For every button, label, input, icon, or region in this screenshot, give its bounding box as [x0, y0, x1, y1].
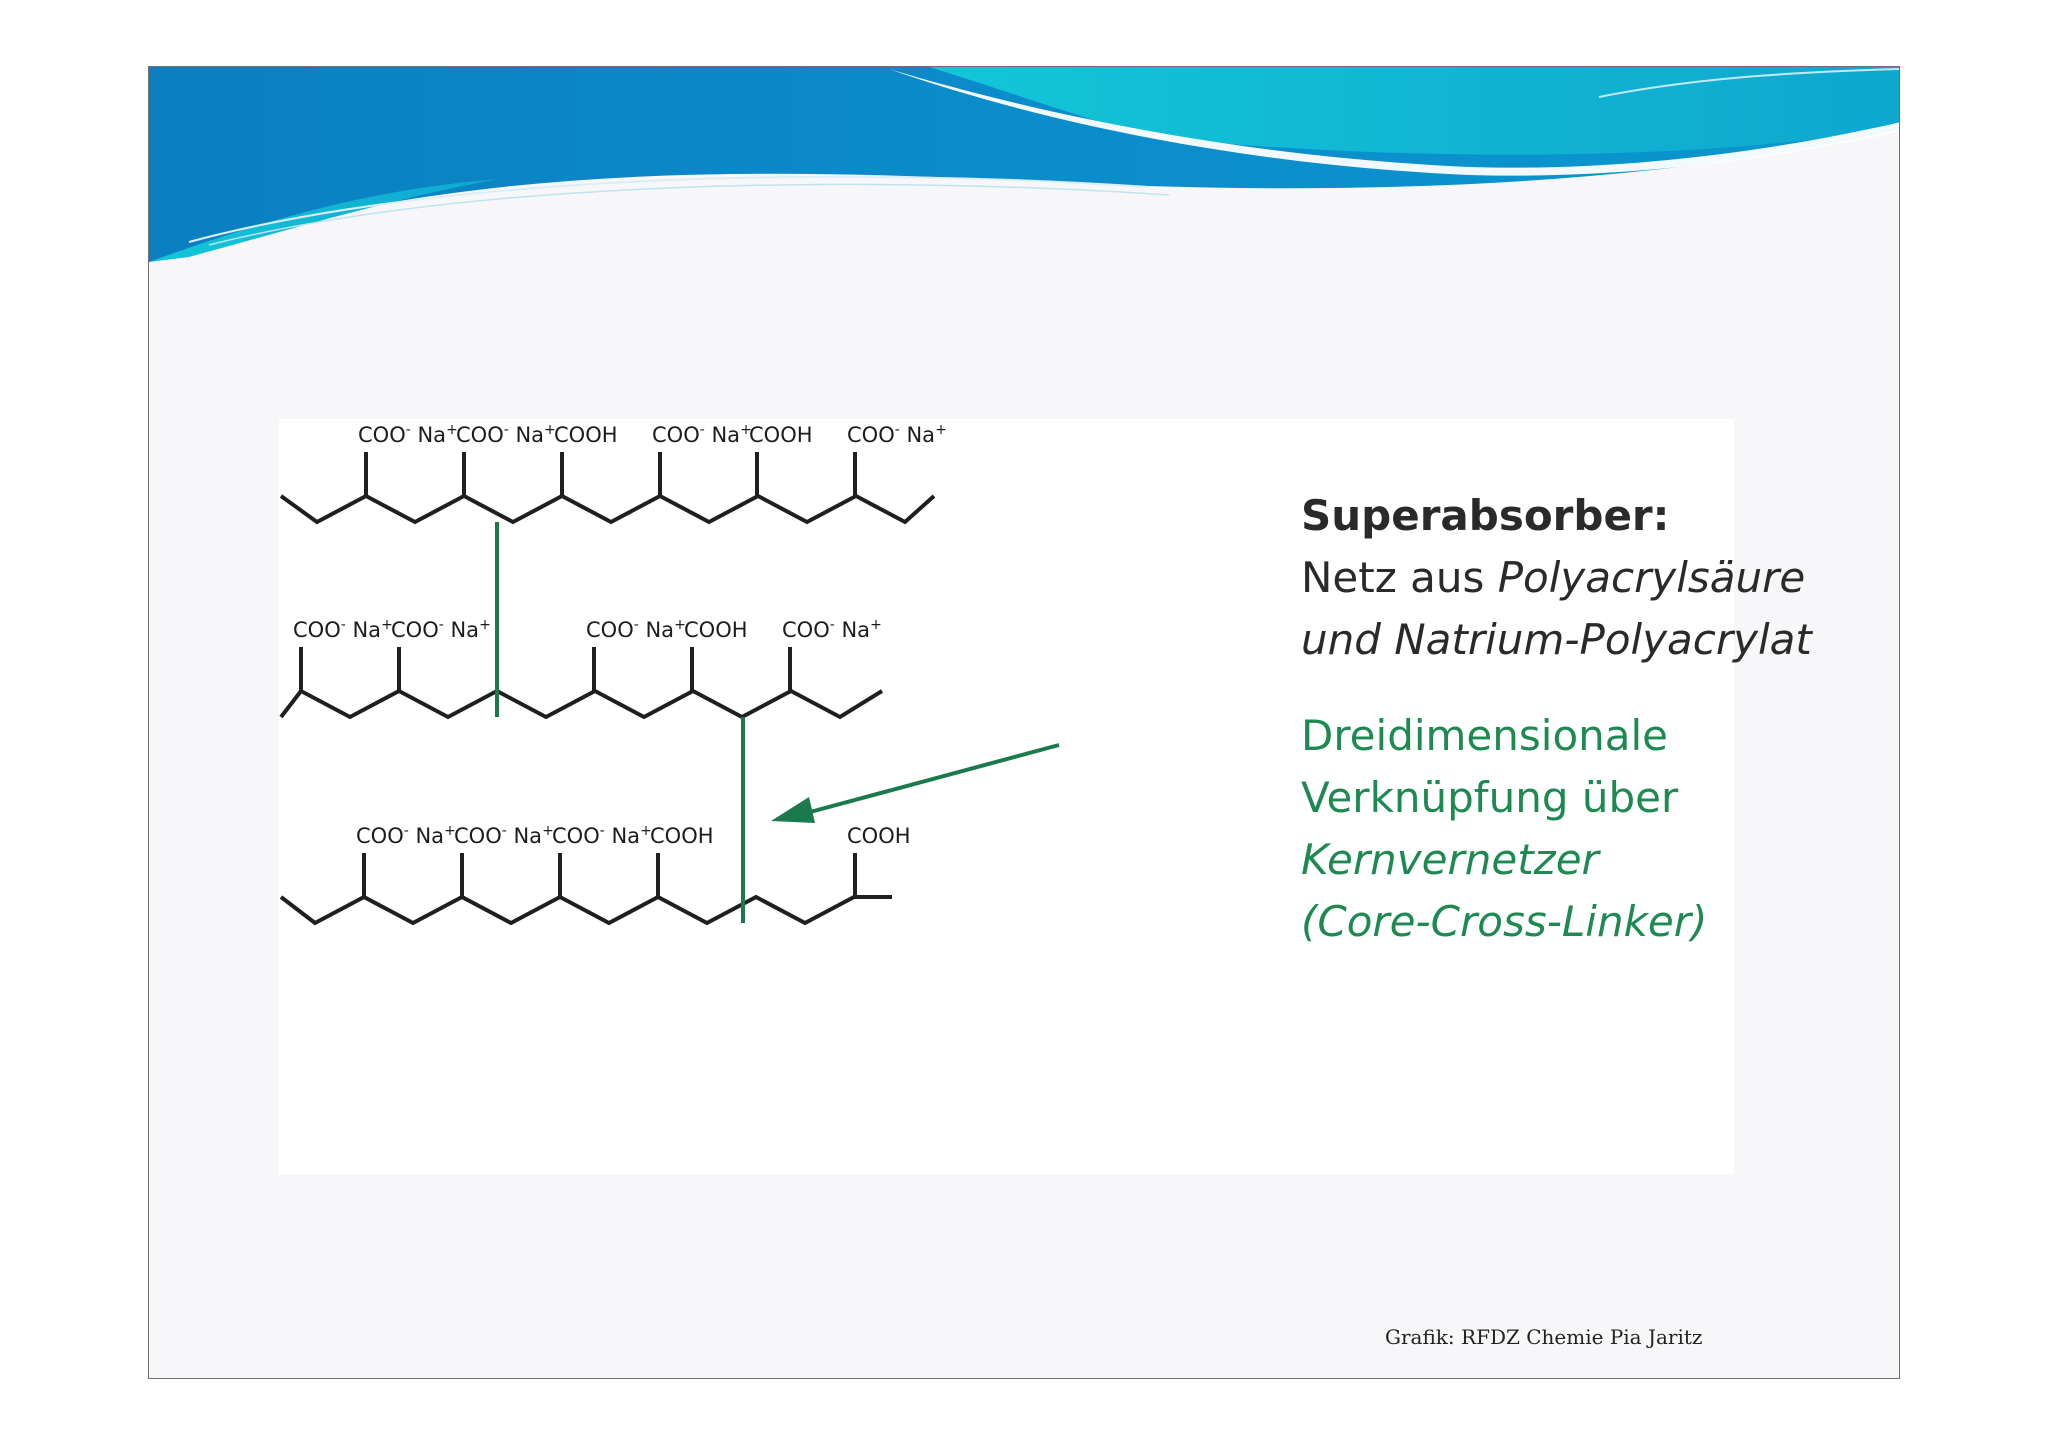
functional-group-label: COO- Na+: [586, 617, 686, 642]
caption-block: Superabsorber: Netz aus Polyacrylsäure u…: [1301, 485, 1861, 953]
chain-backbone: [279, 688, 884, 720]
caption-line-1-italic: Polyacrylsäure: [1497, 553, 1806, 602]
header-wave-banner: [149, 67, 1899, 262]
caption-green-line-1: Dreidimensionale: [1301, 711, 1669, 760]
caption-spacer: [1301, 671, 1861, 705]
functional-group-label: COOH: [847, 824, 911, 848]
caption-title: Superabsorber:: [1301, 491, 1670, 540]
image-credit: Grafik: RFDZ Chemie Pia Jaritz: [1385, 1325, 1703, 1349]
caption-green-line-2: Verknüpfung über: [1301, 773, 1679, 822]
functional-group-label: COO- Na+: [847, 422, 947, 447]
functional-group-label: COOH: [554, 423, 618, 447]
pointer-arrow-head: [771, 797, 815, 823]
functional-group-label: COO- Na+: [782, 617, 882, 642]
caption-green-line-4: (Core-Cross-Linker): [1301, 897, 1708, 946]
caption-line-1-plain: Netz aus: [1301, 553, 1498, 602]
functional-group-label: COO- Na+: [456, 422, 556, 447]
functional-group-label: COO- Na+: [454, 823, 554, 848]
functional-group-label: COO- Na+: [391, 617, 491, 642]
functional-group-label: COOH: [749, 423, 813, 447]
caption-line-1: Netz aus Polyacrylsäure: [1301, 547, 1861, 609]
functional-group-label: COO- Na+: [358, 422, 458, 447]
functional-group-label: COO- Na+: [356, 823, 456, 848]
caption-green-line-3: Kernvernetzer: [1301, 835, 1599, 884]
functional-group-label: COOH: [650, 824, 714, 848]
chain-backbone: [279, 894, 892, 926]
functional-group-label: COO- Na+: [652, 422, 752, 447]
caption-line-2: und Natrium-Polyacrylat: [1301, 615, 1812, 664]
chain-backbone: [279, 493, 936, 525]
functional-group-label: COO- Na+: [293, 617, 393, 642]
functional-group-label: COO- Na+: [552, 823, 652, 848]
pointer-arrow-shaft: [798, 743, 1060, 817]
functional-group-label: COOH: [684, 618, 748, 642]
